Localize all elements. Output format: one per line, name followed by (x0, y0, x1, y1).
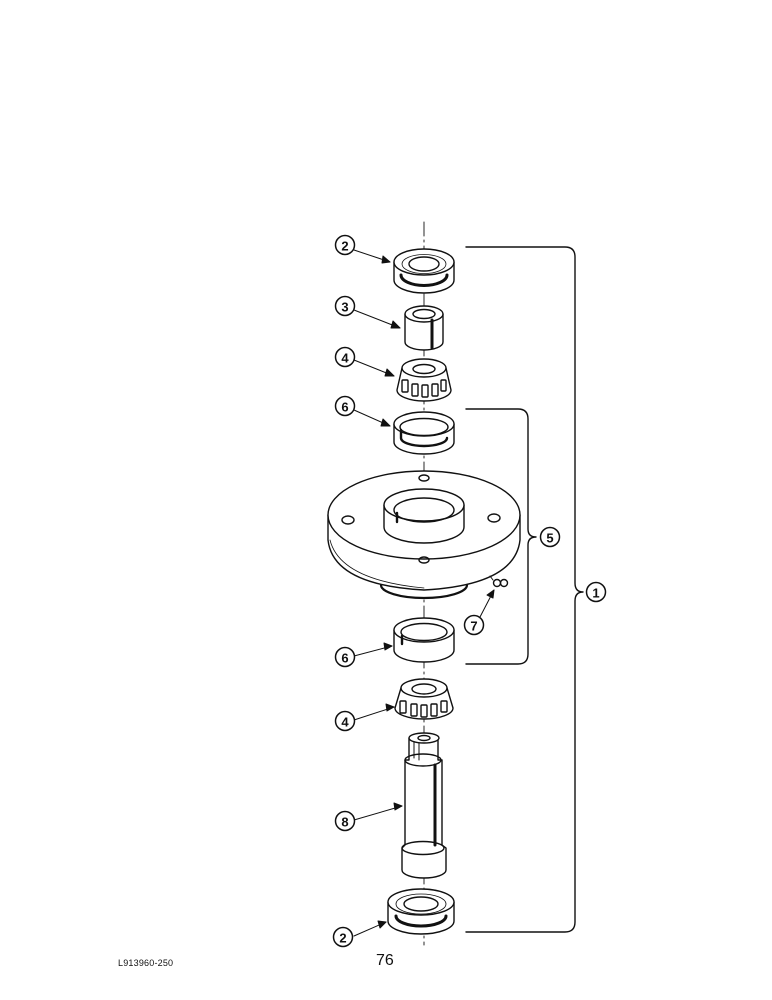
callout-label-7: 7 (470, 619, 477, 634)
top-cone-bearing-part (396, 358, 452, 402)
callout-label-3: 3 (341, 300, 348, 315)
figure-reference-code: L913960-250 (118, 958, 174, 968)
spindle-shaft-part (401, 732, 447, 879)
callout-circle-2-top (334, 234, 356, 256)
lower-bearing-part (387, 888, 455, 935)
callout-label-1: 1 (592, 586, 599, 601)
callout-label-2-bot: 2 (339, 931, 346, 946)
leader-lines (353, 249, 495, 937)
callout-circle-4-bot (334, 710, 356, 732)
lower-cone-bearing-part (394, 678, 454, 720)
callout-label-8: 8 (341, 815, 348, 830)
callout-label-6-top: 6 (341, 400, 348, 415)
callout-label-5: 5 (546, 531, 553, 546)
grease-fitting-part (489, 575, 509, 588)
lower-bearing-cup-part (393, 617, 455, 663)
callout-label-4-top: 4 (341, 351, 349, 366)
page-number: 76 (376, 952, 394, 969)
assembly-bracket-1 (465, 246, 584, 933)
hub-flange-part (327, 470, 521, 600)
callout-circle-1 (585, 581, 607, 603)
callout-circle-4-top (334, 346, 356, 368)
callout-circle-8 (334, 810, 356, 832)
callout-label-6-bot: 6 (341, 651, 348, 666)
callout-circle-6-bot (334, 646, 356, 668)
callout-circle-5 (539, 526, 561, 548)
callout-circle-3 (334, 295, 356, 317)
callout-circle-6-top (334, 395, 356, 417)
assembly-bracket-5 (465, 408, 537, 665)
callout-circle-2-bot (332, 926, 354, 948)
spacer-sleeve-part (404, 305, 444, 351)
callout-label-2-top: 2 (341, 239, 348, 254)
callout-label-4-bot: 4 (341, 715, 349, 730)
top-bearing-cup-part (393, 411, 455, 455)
top-bearing-part (393, 248, 455, 294)
callout-circle-7 (463, 614, 485, 636)
